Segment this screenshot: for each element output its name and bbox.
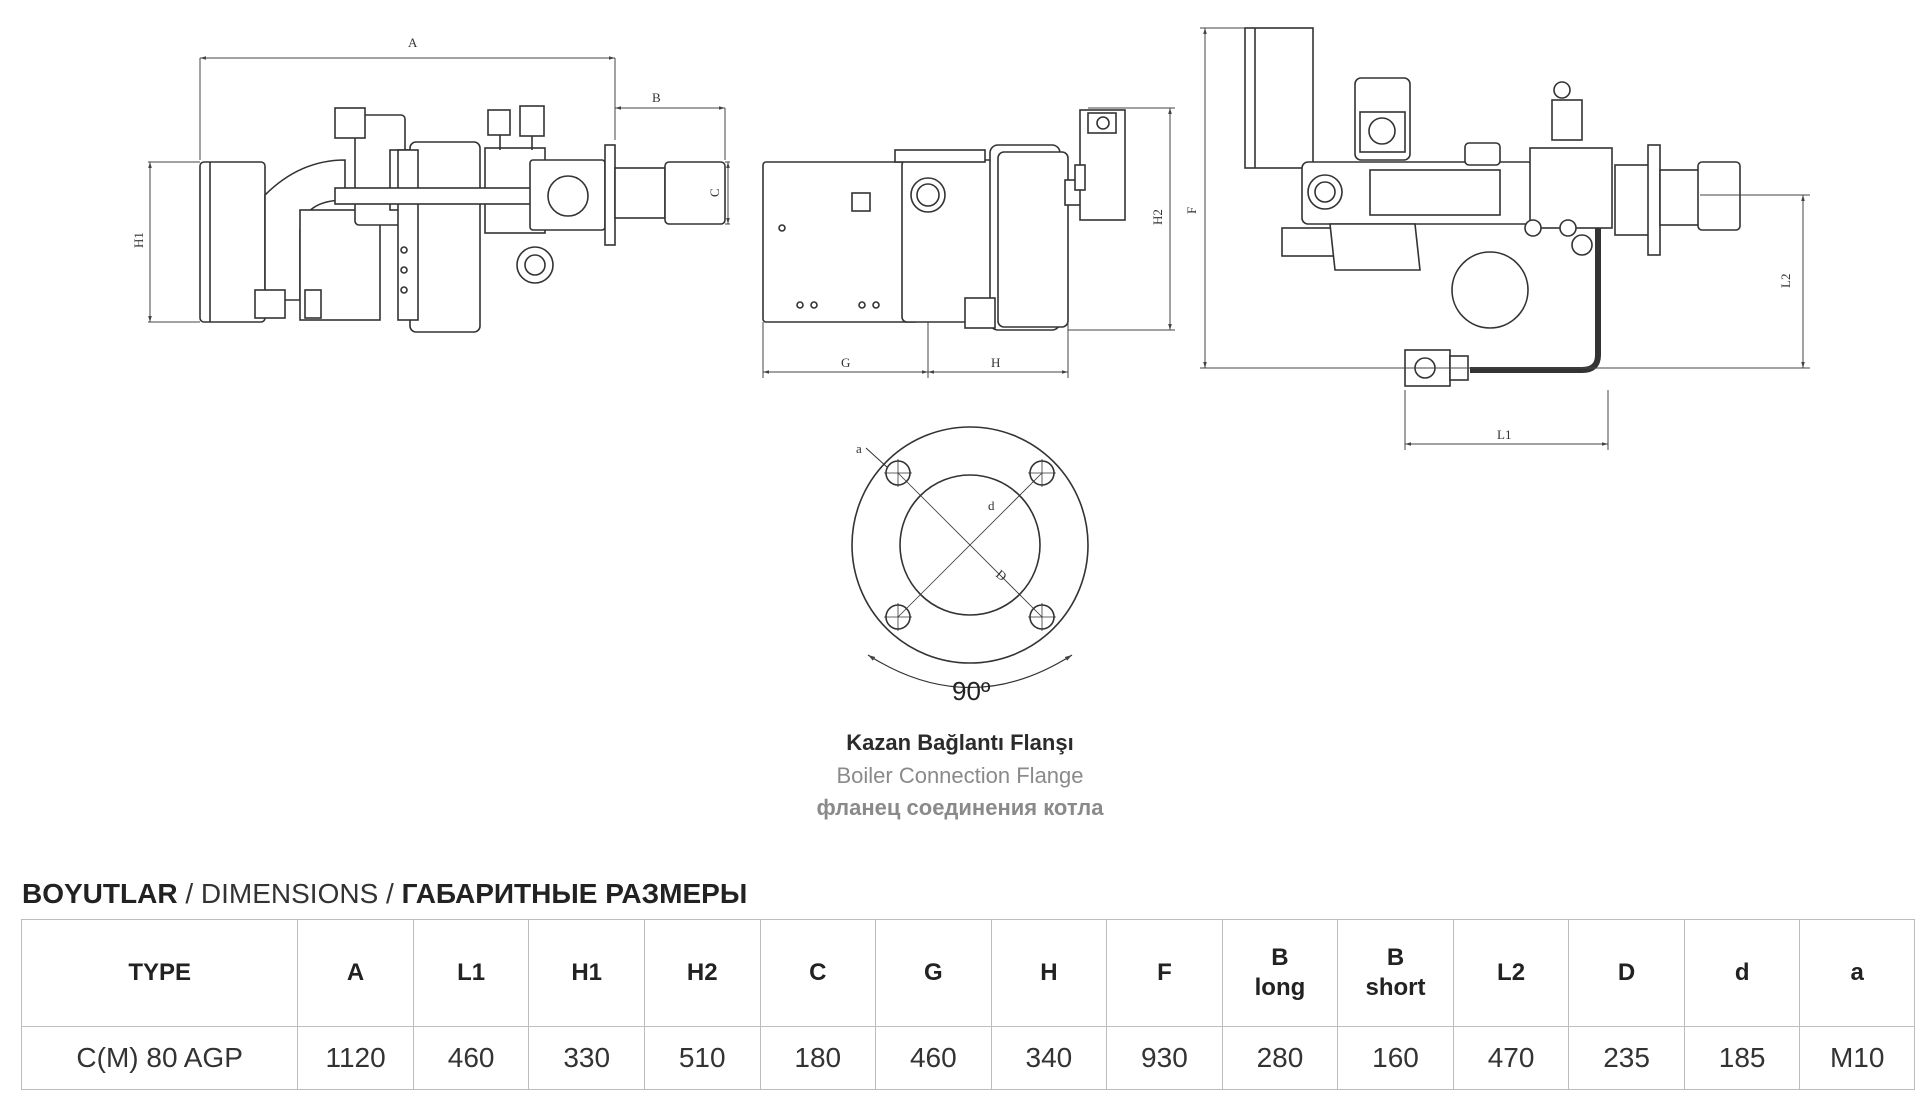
- table-cell: 470: [1452, 1026, 1570, 1090]
- front-view-dimensions: [762, 107, 1175, 378]
- column-header: L1: [412, 919, 530, 1027]
- table-cell: M10: [1799, 1026, 1915, 1090]
- flange-title-tr: Kazan Bağlantı Flanşı: [846, 730, 1074, 755]
- dim-label-H: H: [991, 355, 1000, 370]
- flange-title-ru: фланец соединения котла: [816, 795, 1104, 820]
- flange-label-d: d: [988, 498, 995, 513]
- column-header: D: [1568, 919, 1685, 1027]
- table-cell: 1120: [297, 1026, 414, 1090]
- column-header: H1: [528, 919, 645, 1027]
- table-cell: 180: [759, 1026, 877, 1090]
- column-header: A: [297, 919, 414, 1027]
- table-cell: 160: [1337, 1026, 1454, 1090]
- dim-label-F: F: [1184, 207, 1199, 214]
- column-header: H2: [643, 919, 761, 1027]
- heading-ru: ГАБАРИТНЫЕ РАЗМЕРЫ: [401, 878, 748, 909]
- column-header: C: [759, 919, 877, 1027]
- dimensions-heading: BOYUTLAR / DIMENSIONS / ГАБАРИТНЫЕ РАЗМЕ…: [22, 878, 747, 910]
- dim-label-L2: L2: [1778, 274, 1793, 288]
- dim-label-B: B: [652, 90, 661, 105]
- dim-label-A: A: [408, 35, 418, 50]
- heading-en: DIMENSIONS: [200, 878, 379, 909]
- table-cell: 330: [528, 1026, 645, 1090]
- table-cell: 280: [1221, 1026, 1339, 1090]
- flange-title-en: Boiler Connection Flange: [836, 763, 1084, 788]
- heading-separator: /: [177, 878, 201, 909]
- table-cell: 340: [990, 1026, 1108, 1090]
- column-header: d: [1683, 919, 1801, 1027]
- dim-label-C: C: [707, 188, 722, 197]
- table-cell: 930: [1106, 1026, 1223, 1090]
- flange-label-a: a: [856, 441, 862, 456]
- table-cell: C(M) 80 AGP: [20, 1026, 299, 1090]
- technical-drawings: A B C H1 G H H2: [131, 27, 1810, 706]
- table-cell: 460: [412, 1026, 530, 1090]
- dim-label-H1: H1: [131, 232, 146, 248]
- table-cell: 235: [1568, 1026, 1685, 1090]
- column-header: a: [1799, 919, 1915, 1027]
- column-header: L2: [1452, 919, 1570, 1027]
- flange-label-D: D: [993, 566, 1010, 584]
- column-header: H: [990, 919, 1108, 1027]
- table-cell: 185: [1683, 1026, 1801, 1090]
- column-header: G: [875, 919, 992, 1027]
- column-header: F: [1106, 919, 1223, 1027]
- column-header: TYPE: [20, 919, 299, 1027]
- top-view-drawing: [1244, 27, 1741, 387]
- heading-separator: /: [378, 878, 402, 909]
- side-view-dimensions: [148, 56, 730, 323]
- boiler-flange-drawing: [851, 426, 1089, 689]
- flange-angle-label: 90º: [952, 676, 991, 706]
- top-view-dimensions: [1200, 27, 1810, 450]
- front-view-drawing: [762, 109, 1126, 331]
- table-cell: 510: [643, 1026, 761, 1090]
- heading-tr: BOYUTLAR: [22, 878, 178, 909]
- dim-label-L1: L1: [1497, 427, 1511, 442]
- dim-label-G: G: [841, 355, 850, 370]
- dim-label-H2: H2: [1150, 209, 1165, 225]
- table-cell: 460: [875, 1026, 992, 1090]
- side-view-drawing: [199, 105, 726, 333]
